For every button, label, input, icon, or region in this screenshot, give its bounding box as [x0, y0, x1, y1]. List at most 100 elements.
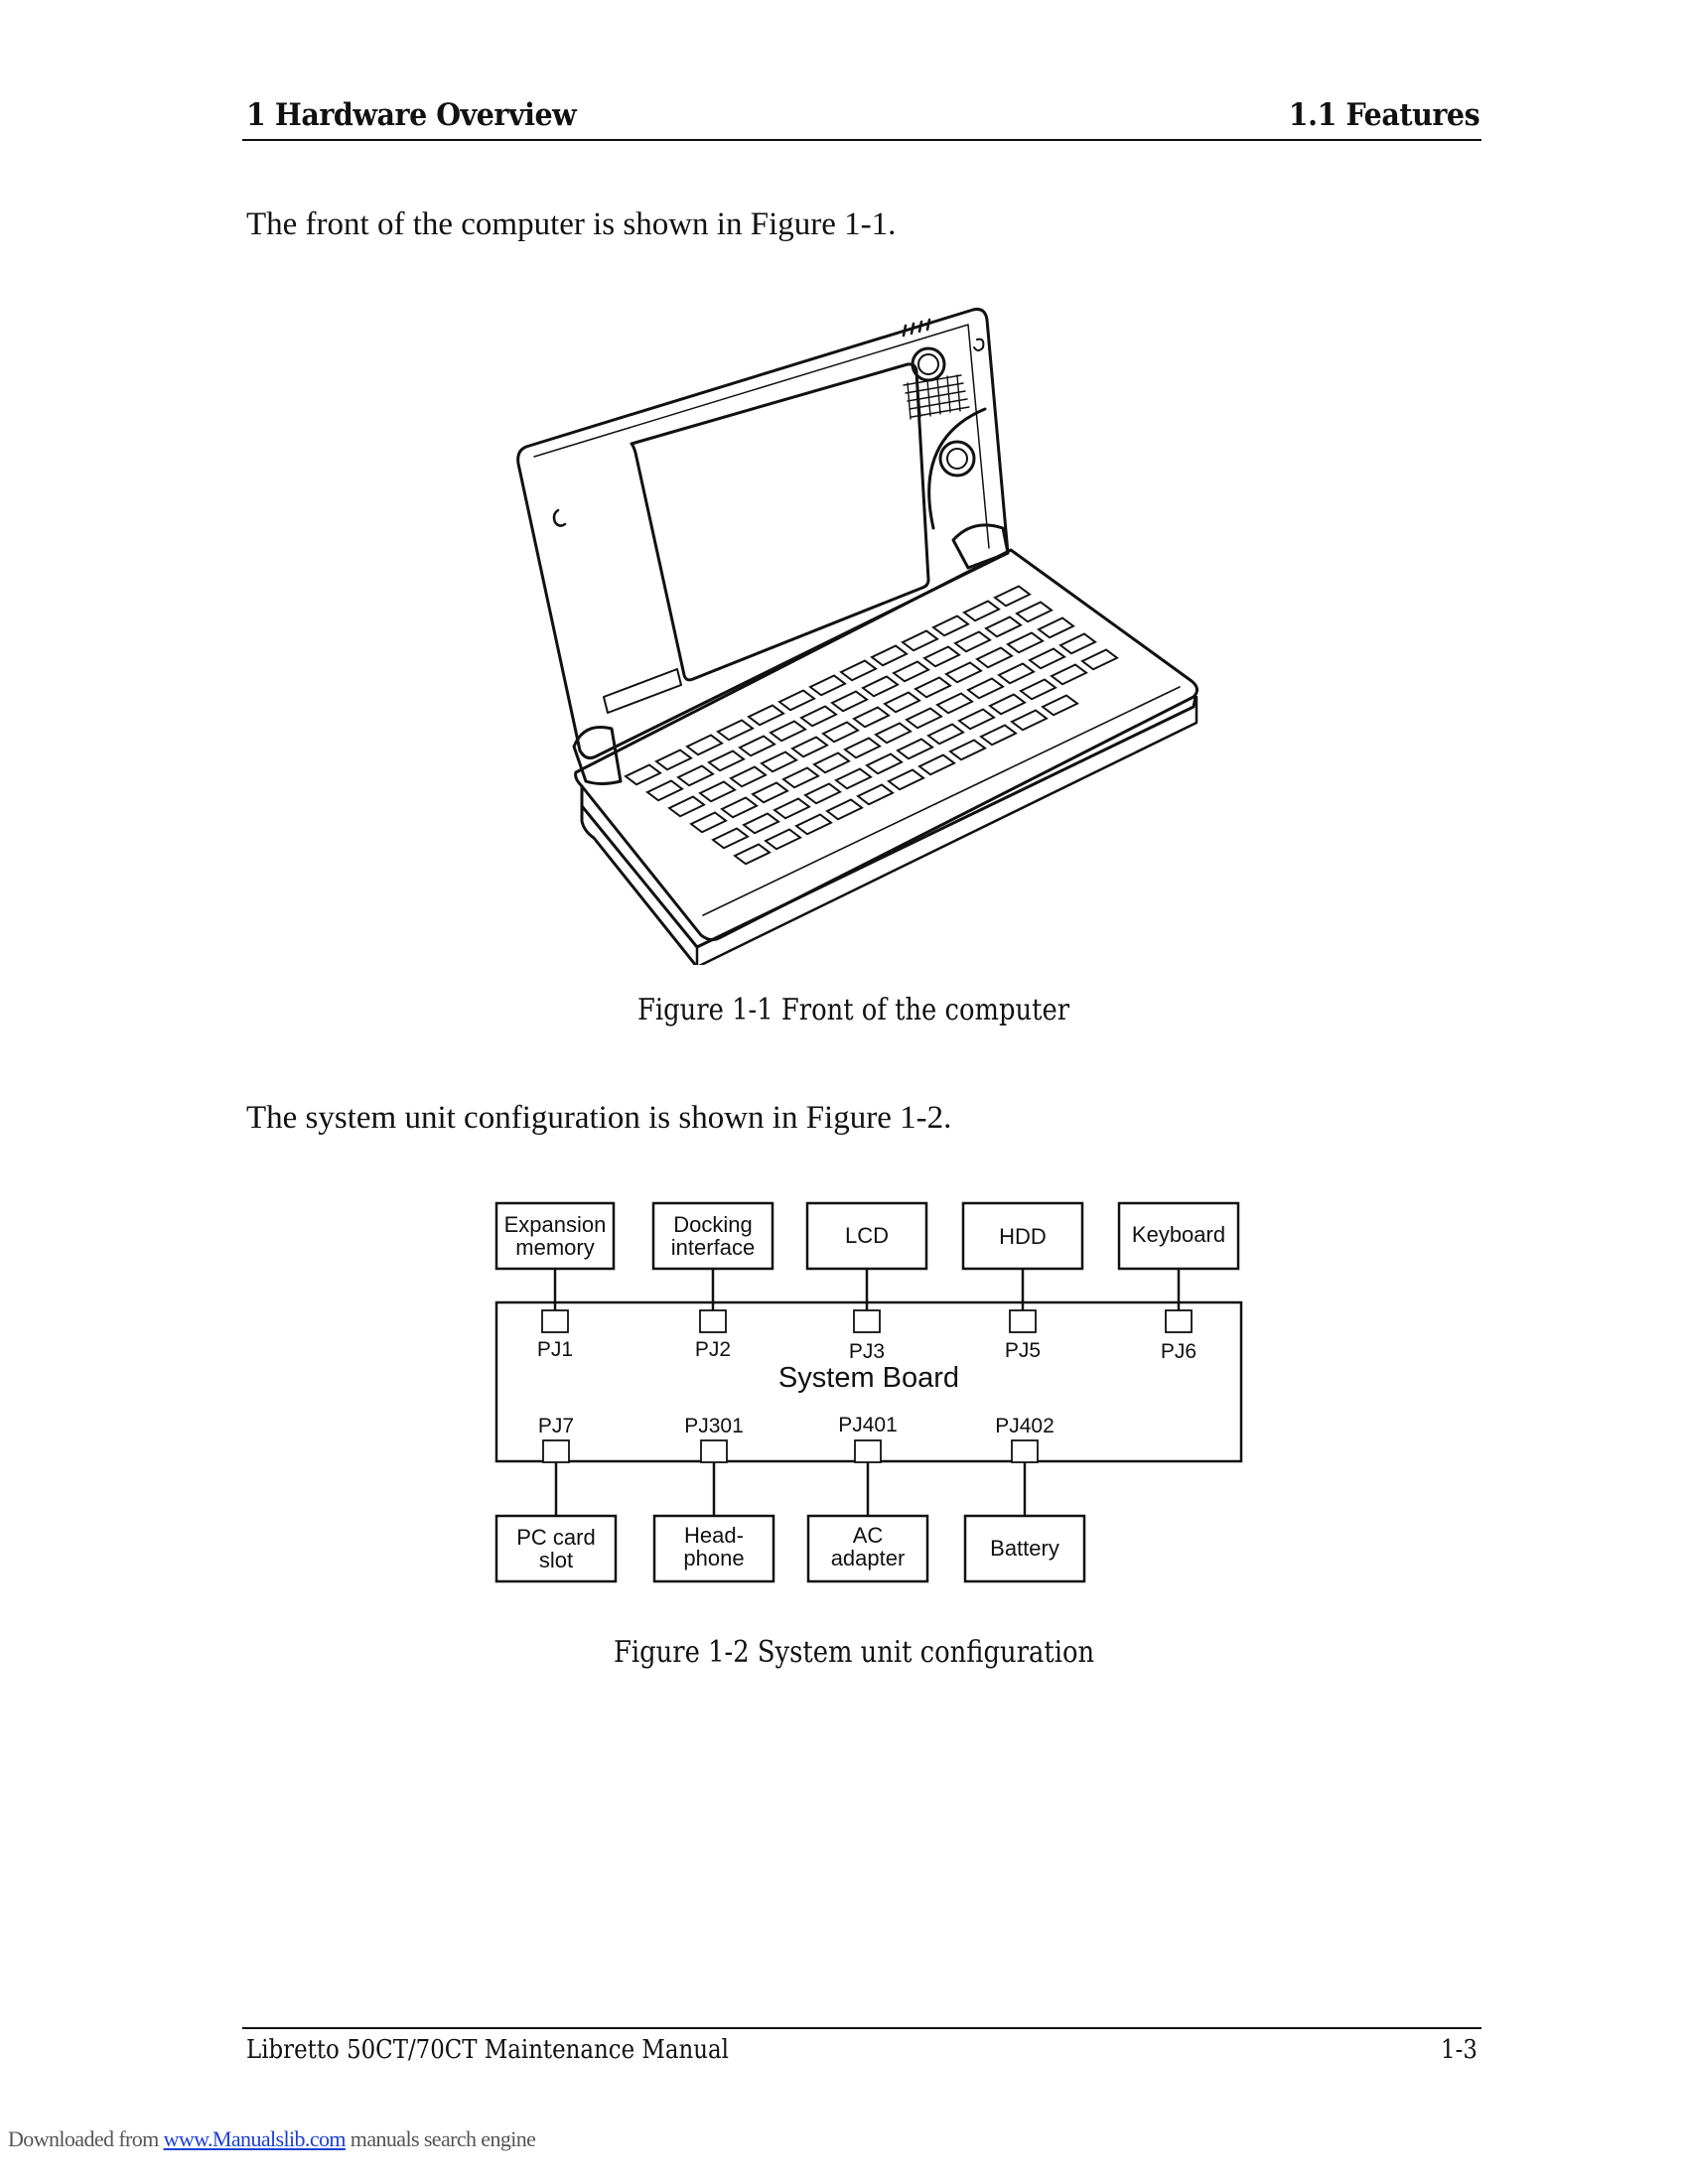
keyboard-key [962, 600, 1001, 622]
keyboard-key [794, 813, 833, 836]
front-intro-paragraph: The front of the computer is shown in Fi… [246, 206, 897, 242]
svg-text:LCD: LCD [845, 1223, 889, 1248]
keyboard-key [676, 764, 715, 787]
keyboard-key [689, 811, 728, 834]
bottom-device-ac-adapter: PJ401 AC adapter [806, 1414, 929, 1583]
keyboard-key [984, 615, 1023, 638]
keyboard-key [948, 739, 987, 761]
keyboard-key [914, 676, 952, 699]
keyboard-key [760, 751, 798, 773]
keyboard-key [901, 629, 939, 652]
connector-label-pj301: PJ301 [684, 1415, 744, 1437]
svg-text:Keyboard: Keyboard [1132, 1222, 1225, 1247]
keyboard-key [1019, 678, 1057, 701]
keyboard-key [751, 781, 789, 804]
keyboard-key [1058, 632, 1097, 655]
keyboard-key [742, 812, 780, 835]
header-chapter: 1 Hardware Overview [246, 97, 577, 133]
bottom-device-pc-card-slot: PJ7 PC card slot [494, 1415, 618, 1583]
keyboard-key [935, 692, 974, 715]
keyboard-key [843, 737, 882, 759]
svg-text:AC: AC [853, 1523, 884, 1548]
connector-pj7 [542, 1439, 570, 1463]
keyboard-key [1028, 647, 1066, 670]
keyboard-key [1006, 631, 1045, 654]
svg-text:Head-: Head- [684, 1523, 744, 1548]
top-device-lcd: LCD PJ3 [805, 1201, 928, 1363]
footer-page-number: 1-3 [1441, 2035, 1477, 2065]
keyboard-key [738, 735, 776, 757]
keyboard-key [773, 797, 811, 820]
header-section: 1.1 Features [1288, 97, 1480, 133]
keyboard-key [808, 674, 847, 697]
keyboard-key [997, 662, 1036, 685]
keyboard-key [645, 779, 684, 802]
keyboard-key [707, 750, 746, 772]
figure-2-caption: Figure 1-2 System unit configuration [614, 1635, 1095, 1670]
keyboard-key [685, 734, 724, 756]
connector-label-pj5: PJ5 [1005, 1339, 1041, 1362]
keyboard-key [729, 765, 768, 788]
keyboard-key [667, 795, 706, 818]
keyboard-key [747, 704, 785, 727]
keyboard-key [887, 768, 925, 791]
keyboard-key [988, 693, 1027, 716]
connector-pj401 [854, 1439, 882, 1463]
keyboard-key [711, 827, 750, 850]
keyboard-key [975, 646, 1014, 669]
keyboard-key [1080, 648, 1119, 671]
keyboard-key [821, 721, 860, 744]
svg-text:adapter: adapter [831, 1546, 906, 1570]
connector-label-pj6: PJ6 [1161, 1340, 1196, 1363]
connector-pj5 [1009, 1309, 1037, 1333]
keyboard-key [720, 796, 759, 819]
header-rule [242, 139, 1481, 141]
connector-label-pj402: PJ402 [995, 1415, 1055, 1437]
keyboard-key [803, 782, 842, 805]
keyboard-key [892, 660, 930, 683]
top-device-hdd: HDD PJ5 [961, 1201, 1084, 1362]
laptop-illustration [516, 308, 1198, 965]
keyboard-key [839, 659, 878, 682]
keyboard-key [957, 708, 996, 731]
keyboard-key [944, 661, 983, 684]
keyboard-key [790, 736, 829, 758]
keyboard-key [953, 630, 992, 653]
keyboard-key [861, 675, 900, 698]
footer-rule [242, 2027, 1481, 2029]
svg-text:memory: memory [515, 1235, 594, 1260]
system-intro-paragraph: The system unit configuration is shown i… [246, 1100, 952, 1136]
keyboard-key [856, 783, 895, 806]
keyboard-key [781, 766, 820, 789]
svg-text:Expansion: Expansion [504, 1212, 607, 1237]
connector-label-pj2: PJ2 [695, 1338, 731, 1361]
keyboard-key [830, 690, 869, 713]
top-device-expansion-memory: Expansion memory PJ1 [494, 1201, 616, 1361]
top-device-docking-interface: Docking interface PJ2 [651, 1201, 774, 1361]
svg-text:HDD: HDD [999, 1224, 1047, 1249]
keyboard-key [624, 763, 662, 786]
connector-label-pj1: PJ1 [537, 1338, 573, 1361]
connector-pj1 [541, 1309, 569, 1333]
svg-text:PC card: PC card [516, 1525, 595, 1550]
svg-text:Battery: Battery [990, 1536, 1059, 1561]
download-notice: Downloaded from www.Manualslib.com manua… [8, 2126, 536, 2152]
connector-label-pj3: PJ3 [849, 1340, 885, 1363]
download-prefix: Downloaded from [8, 2126, 164, 2151]
connector-pj6 [1165, 1309, 1193, 1333]
bottom-device-battery: PJ402 Battery [963, 1415, 1086, 1583]
keyboard-key [922, 645, 961, 668]
keyboard-key [764, 828, 802, 851]
keyboard-key [1010, 709, 1049, 732]
svg-text:phone: phone [683, 1546, 744, 1570]
keyboard-key [716, 719, 755, 742]
system-unit-diagram: System Board Expansion memory PJ1 Dockin… [494, 1201, 1243, 1583]
keyboard-key [896, 738, 934, 760]
manualslib-link[interactable]: www.Manualslib.com [163, 2126, 347, 2151]
keyboard-key [799, 705, 838, 728]
keyboard-key [917, 753, 956, 776]
svg-text:interface: interface [671, 1235, 755, 1260]
keyboard-key [993, 585, 1032, 608]
figure-1-caption: Figure 1-1 Front of the computer [637, 993, 1070, 1027]
keyboard-key [698, 780, 737, 803]
